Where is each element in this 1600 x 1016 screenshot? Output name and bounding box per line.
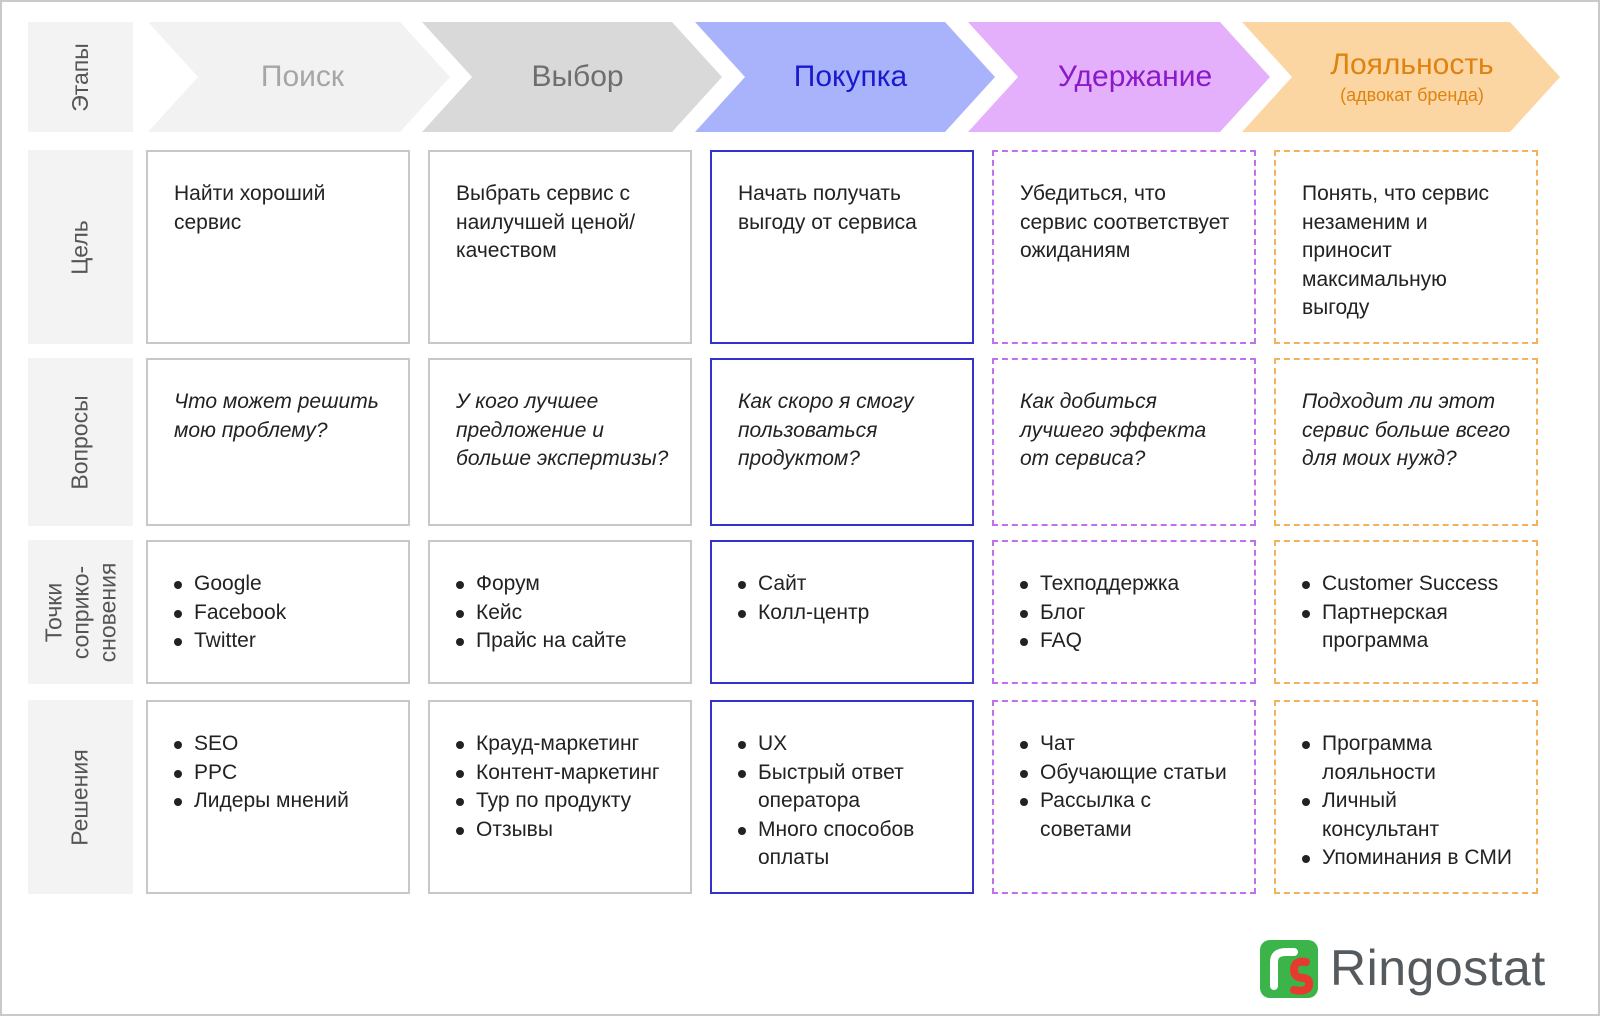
goal-cell-loyalty: Понять, что сервис незаменим и приносит … [1274, 150, 1538, 344]
ringostat-logo-icon [1260, 940, 1318, 998]
goal-cell-retention: Убедиться, что сервис соответствует ожид… [992, 150, 1256, 344]
list-item: Facebook [174, 599, 390, 628]
stage-arrows [148, 22, 1560, 132]
row-label-goal: Цель [28, 150, 133, 344]
stage-arrow-purchase [695, 22, 995, 132]
question-cell-retention: Как добиться лучшего эффекта от сервиса? [992, 358, 1256, 526]
list-item: Кейс [456, 599, 672, 628]
list-item: Блог [1020, 599, 1236, 628]
solution-cell-retention: Чат Обучающие статьи Рассылка с советами [992, 700, 1256, 894]
list-item: Customer Success [1302, 570, 1518, 599]
goal-cell-choice: Выбрать сервис с наилучшей ценой/качеств… [428, 150, 692, 344]
list-item: Партнерская программа [1302, 599, 1518, 656]
list-item: Чат [1020, 730, 1236, 759]
stage-arrow-retention [968, 22, 1270, 132]
stage-subtitle: (адвокат бренда) [1340, 85, 1484, 105]
question-cell-choice: У кого лучшее предложение и больше экспе… [428, 358, 692, 526]
list-item: Тур по продукту [456, 787, 672, 816]
solution-cell-loyalty: Программа лояльности Личный консультант … [1274, 700, 1538, 894]
touchpoint-cell-purchase: Сайт Колл-центр [710, 540, 974, 684]
list-item: Обучающие статьи [1020, 759, 1236, 788]
list-item: Личный консультант [1302, 787, 1518, 844]
list-item: Twitter [174, 627, 390, 656]
row-label-questions: Вопросы [28, 358, 133, 526]
stage-name: Покупка [793, 60, 908, 93]
list-item: Google [174, 570, 390, 599]
row-label-stages: Этапы [28, 22, 133, 132]
solution-cell-search: SEO PPC Лидеры мнений [146, 700, 410, 894]
list-item: UX [738, 730, 954, 759]
touchpoint-cell-choice: Форум Кейс Прайс на сайте [428, 540, 692, 684]
touchpoint-cell-search: Google Facebook Twitter [146, 540, 410, 684]
ringostat-logo: Ringostat [1260, 938, 1580, 1000]
stage-search: Поиск [200, 22, 405, 132]
stage-arrow-loyalty [1242, 22, 1560, 132]
list-item: Контент-маркетинг [456, 759, 672, 788]
question-cell-purchase: Как скоро я смогу пользоваться продуктом… [710, 358, 974, 526]
stage-name: Выбор [531, 60, 624, 93]
stage-arrow-search [148, 22, 450, 132]
stage-retention: Удержание [1020, 22, 1250, 132]
question-cell-search: Что может решить мою проблему? [146, 358, 410, 526]
list-item: Упоминания в СМИ [1302, 844, 1518, 873]
stage-name: Удержание [1057, 60, 1213, 93]
goal-cell-search: Найти хороший сервис [146, 150, 410, 344]
list-item: Быстрый ответ оператора [738, 759, 954, 816]
list-item: Колл-центр [738, 599, 954, 628]
logo-wordmark: Ringostat [1330, 940, 1546, 996]
touchpoint-cell-retention: Техподдержка Блог FAQ [992, 540, 1256, 684]
stage-name: Поиск [260, 60, 345, 93]
row-label-solutions: Решения [28, 700, 133, 894]
list-item: Форум [456, 570, 672, 599]
row-label-touchpoints: Точки соприко- сновения [28, 540, 133, 684]
list-item: Сайт [738, 570, 954, 599]
solution-cell-purchase: UX Быстрый ответ оператора Много способо… [710, 700, 974, 894]
touchpoint-cell-loyalty: Customer Success Партнерская программа [1274, 540, 1538, 684]
list-item: Лидеры мнений [174, 787, 390, 816]
list-item: Много способов оплаты [738, 816, 954, 873]
list-item: Техподдержка [1020, 570, 1236, 599]
list-item: SEO [174, 730, 390, 759]
list-item: Крауд-маркетинг [456, 730, 672, 759]
list-item: Рассылка с советами [1020, 787, 1236, 844]
question-cell-loyalty: Подходит ли этот сервис больше всего для… [1274, 358, 1538, 526]
stage-loyalty: Лояльность (адвокат бренда) [1292, 22, 1532, 132]
stage-name: Лояльность [1330, 48, 1494, 81]
list-item: PPC [174, 759, 390, 788]
stage-purchase: Покупка [748, 22, 953, 132]
stage-arrow-choice [422, 22, 722, 132]
list-item: Отзывы [456, 816, 672, 845]
list-item: Прайс на сайте [456, 627, 672, 656]
goal-cell-purchase: Начать получать выгоду от сервиса [710, 150, 974, 344]
stage-choice: Выбор [475, 22, 680, 132]
list-item: FAQ [1020, 627, 1236, 656]
solution-cell-choice: Крауд-маркетинг Контент-маркетинг Тур по… [428, 700, 692, 894]
list-item: Программа лояльности [1302, 730, 1518, 787]
